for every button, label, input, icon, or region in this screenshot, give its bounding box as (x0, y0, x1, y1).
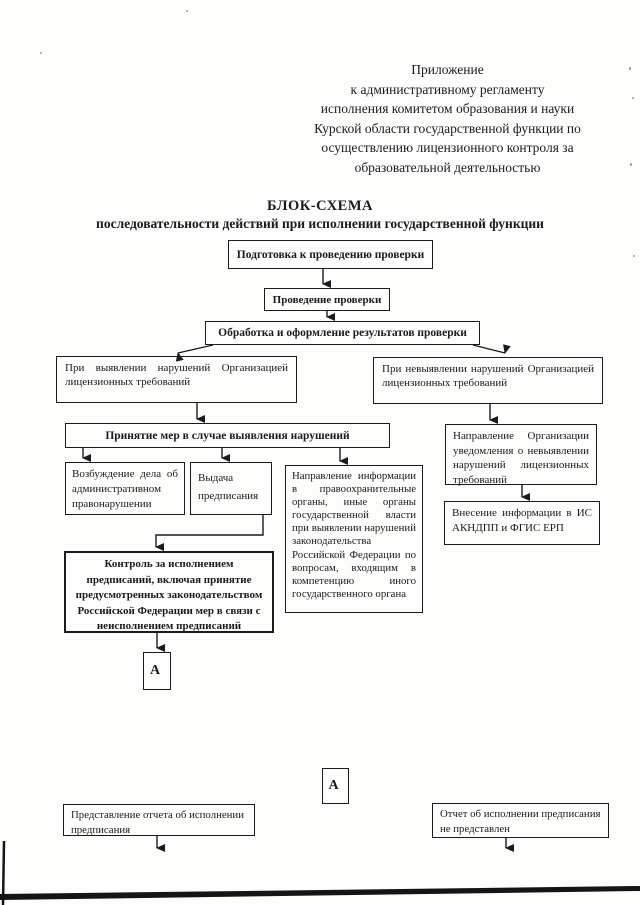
header-line: Курской области государственной функции … (314, 120, 581, 136)
flow-box-control: Контроль за исполнением предписаний, вкл… (64, 551, 274, 633)
arrow-order-to-control (155, 515, 264, 551)
flow-box-process-results: Обработка и оформление результатов прове… (205, 321, 480, 345)
scan-speck (629, 67, 631, 70)
flow-box-violations-found: При выявлении нарушений Организацией лиц… (56, 356, 297, 403)
flow-connector-a-1: А (143, 652, 171, 690)
arrow-processing-to-violations (175, 344, 214, 362)
flow-box-info-referral: Направление информации в правоохранитель… (285, 465, 423, 613)
arrow-processing-to-no-violations (472, 344, 511, 354)
header-line: к административному регламенту (350, 81, 545, 97)
flow-box-report-submitted: Представление отчета об исполнении предп… (63, 804, 255, 836)
header-line: Приложение (411, 62, 484, 77)
flow-box-notification: Направление Организации уведомления о не… (445, 424, 597, 486)
appendix-header: Приложение к административному регламент… (285, 60, 610, 177)
scan-speck (632, 97, 634, 99)
flow-box-order-issue: Выдача предписания (190, 462, 272, 515)
scan-speck (630, 163, 632, 166)
flow-box-info-entry: Внесение информации в ИС АКНДПП и ФГИС Е… (444, 501, 600, 545)
scan-bottom-edge (0, 886, 640, 900)
flow-connector-a-2: А (322, 768, 349, 804)
flow-box-no-violations: При невыявлении нарушений Организацией л… (373, 357, 603, 404)
document-title: БЛОК-СХЕМА (266, 198, 374, 214)
flow-box-conduct-check: Проведение проверки (264, 288, 390, 311)
flow-box-preparation: Подготовка к проведению проверки (228, 240, 433, 269)
flow-box-case-initiation: Возбуждение дела об административном пра… (65, 462, 185, 515)
document-subtitle: последовательности действий при исполнен… (96, 216, 544, 231)
flow-box-report-not-submitted: Отчет об исполнении предписания не предс… (432, 803, 609, 838)
header-line: образовательной деятельностью (354, 159, 541, 175)
flow-box-take-measures: Принятие мер в случае выявления нарушени… (65, 423, 390, 448)
scan-speck (633, 255, 635, 257)
scan-left-edge (1, 840, 6, 905)
scan-speck (40, 52, 42, 54)
scan-speck (186, 10, 188, 12)
header-line: исполнения комитетом образования и науки (320, 101, 575, 116)
header-line: осуществлению лицензионного контроля за (321, 140, 574, 155)
